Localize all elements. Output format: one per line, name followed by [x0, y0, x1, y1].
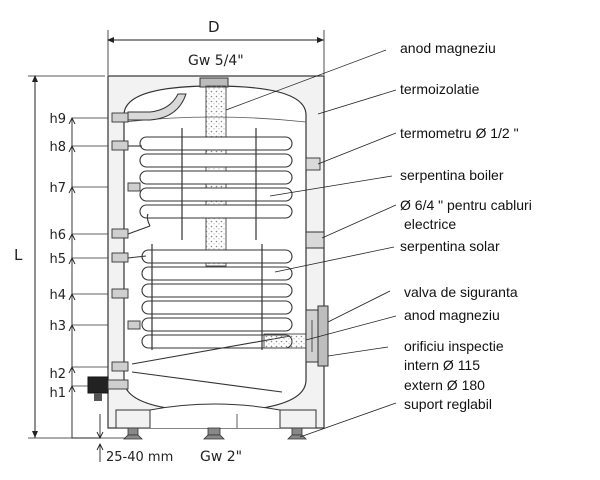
height-label-h6: h6	[49, 228, 66, 243]
bottom-connection-label: Gw 2"	[200, 449, 243, 465]
callout-anode-bottom: anod magneziu	[404, 307, 500, 323]
top-connection-label: Gw 5/4"	[188, 53, 244, 69]
height-label-h5: h5	[49, 252, 66, 267]
thermometer-sleeve	[305, 157, 321, 171]
solar-coil	[127, 244, 293, 393]
foot-adjust-label: 25-40 mm	[106, 450, 174, 465]
boiler-coil	[127, 128, 293, 240]
callout-cable-entry-line2: electrice	[404, 216, 457, 232]
callout-boiler-coil: serpentina boiler	[400, 167, 504, 183]
height-label-h7: h7	[49, 181, 66, 196]
height-label-h9: h9	[49, 112, 66, 127]
height-label-h2: h2	[49, 367, 66, 382]
callout-anode-top: anod magneziu	[400, 40, 496, 56]
callout-solar-coil: serpentina solar	[400, 238, 500, 254]
width-dimension	[107, 30, 325, 75]
callout-insulation: termoizolatie	[400, 81, 480, 97]
drain-fitting	[87, 376, 129, 401]
leader-lines	[225, 49, 397, 438]
foot-adjust-dimension	[96, 414, 104, 462]
dimension-d-label: D	[208, 18, 220, 36]
callout-inspection-external: extern Ø 180	[404, 377, 485, 393]
stand	[115, 403, 317, 429]
callout-cable-entry: Ø 6/4 " pentru cabluri	[400, 197, 532, 213]
callout-adjustable-support: suport reglabil	[404, 396, 492, 412]
side-connections	[111, 112, 141, 372]
dimension-l-label: L	[14, 246, 23, 264]
height-label-h8: h8	[49, 140, 66, 155]
inspection-flange	[263, 305, 329, 367]
height-label-h1: h1	[49, 386, 66, 401]
adjustable-feet	[123, 427, 307, 440]
callout-safety-valve: valva de siguranta	[404, 284, 518, 300]
callout-inspection: orificiu inspectie	[404, 338, 504, 354]
top-outlet-pipe	[127, 93, 187, 121]
callout-thermometer: termometru Ø 1/2 "	[400, 125, 519, 141]
cable-entry	[305, 231, 325, 249]
callout-inspection-internal: intern Ø 115	[404, 357, 481, 373]
height-label-h3: h3	[49, 319, 66, 334]
height-label-h4: h4	[49, 288, 66, 303]
